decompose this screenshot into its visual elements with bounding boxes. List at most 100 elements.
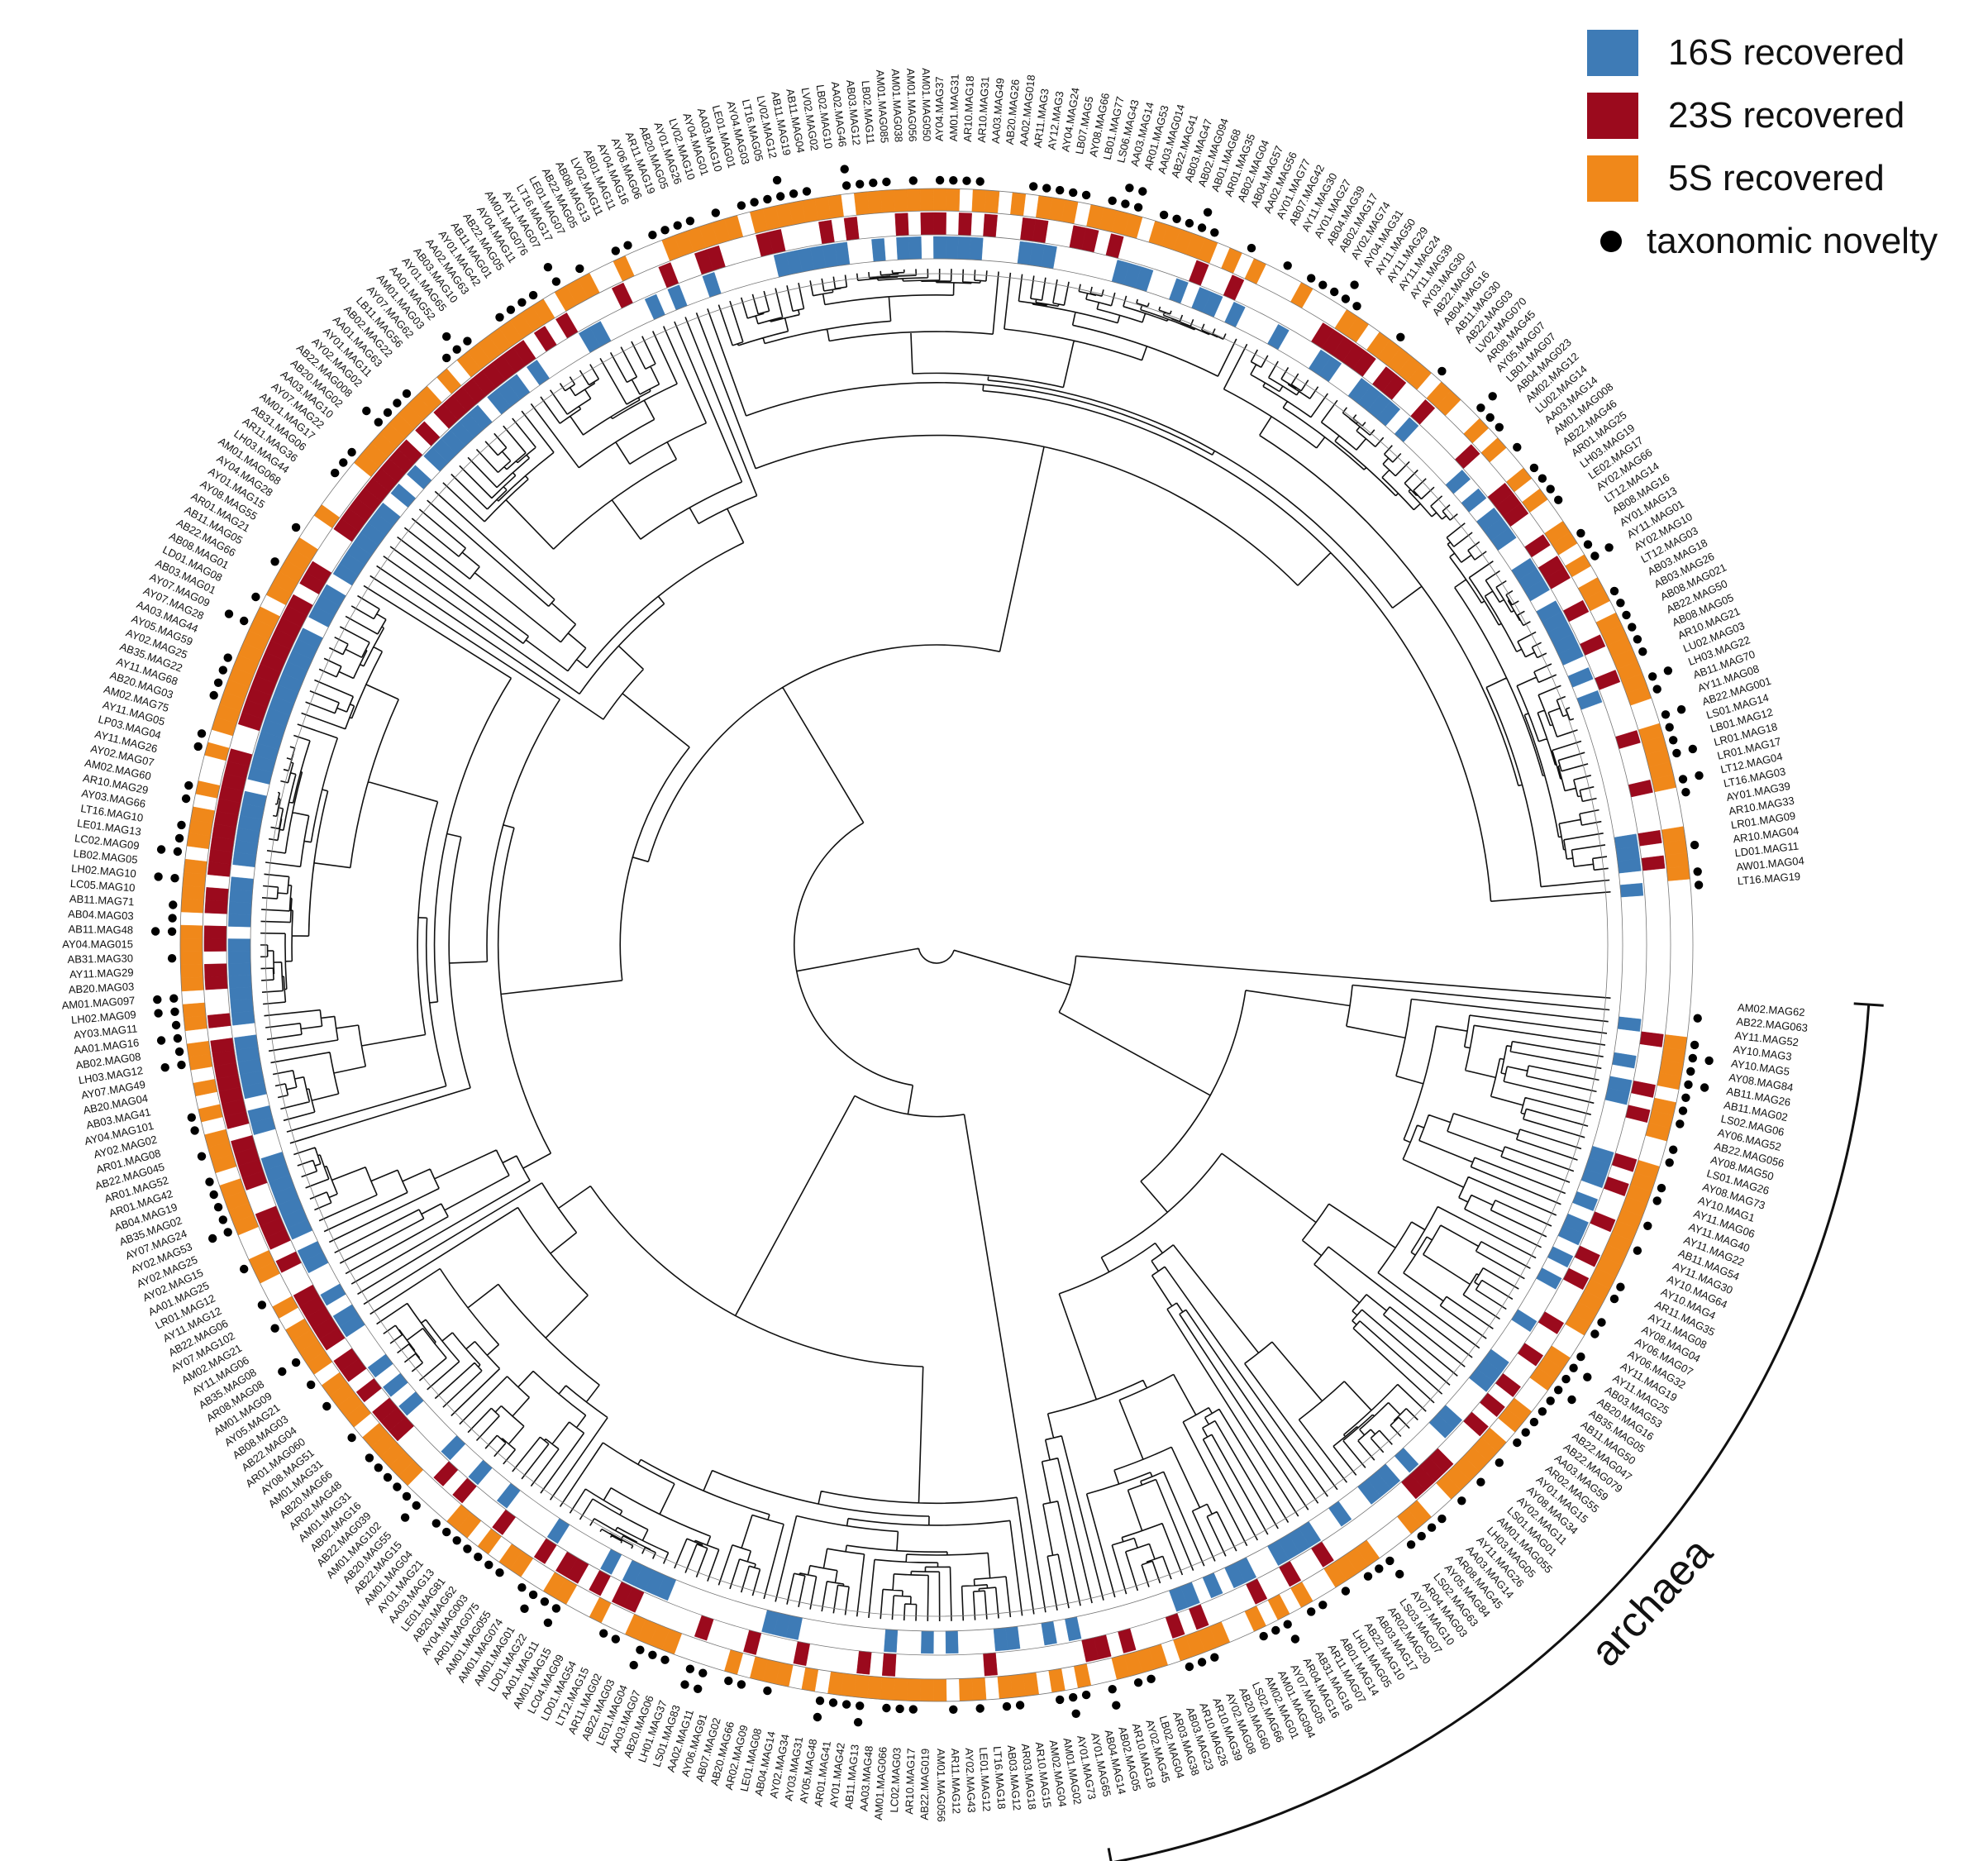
novelty-dot <box>685 1664 695 1673</box>
ring-cell-5s <box>193 1079 218 1097</box>
ring-cell-16s <box>228 914 252 928</box>
novelty-dot <box>1318 280 1328 289</box>
novelty-dot <box>278 1367 287 1377</box>
novelty-dot <box>412 1501 421 1510</box>
novelty-dot <box>648 1650 657 1660</box>
novelty-dot <box>949 1705 958 1714</box>
novelty-dot <box>1537 474 1547 483</box>
swatch-16s <box>1587 30 1638 76</box>
novelty-dot <box>1567 1395 1576 1405</box>
novelty-dot <box>1590 1329 1599 1338</box>
ring-cell-23s <box>203 925 227 939</box>
ring-cell-23s <box>205 887 229 902</box>
ring-cell-23s <box>1603 1176 1629 1196</box>
leaf-label: AY02.MAG43 <box>963 1748 978 1813</box>
novelty-dot <box>1056 1695 1065 1705</box>
ring-cell-5s <box>893 188 908 212</box>
ring-cell-16s <box>526 360 551 386</box>
ring-cell-23s <box>1625 1105 1651 1124</box>
novelty-dot <box>223 1228 232 1237</box>
novelty-dot <box>1247 243 1256 253</box>
novelty-dot <box>815 1696 825 1706</box>
novelty-dot <box>853 1718 863 1727</box>
novelty-dot <box>224 609 234 618</box>
novelty-dot <box>495 1568 504 1577</box>
leaf-label: LH02.MAG10 <box>71 862 137 880</box>
novelty-dot <box>154 872 163 881</box>
ring-cell-16s <box>1617 858 1642 874</box>
novelty-dot <box>291 523 301 532</box>
ring-cell-5s <box>204 742 230 761</box>
ring-cell-16s <box>884 1629 899 1653</box>
clade-bracket-tick <box>1107 1848 1113 1861</box>
novelty-dot <box>1690 1040 1700 1050</box>
ring-cell-16s <box>398 1391 424 1416</box>
leaf-label: AY11.MAG29 <box>69 966 134 981</box>
novelty-dot <box>1676 1119 1685 1129</box>
novelty-dot <box>869 179 878 188</box>
novelty-dot <box>737 1680 746 1689</box>
novelty-dot <box>209 690 218 700</box>
ring-cell-5s <box>919 1678 934 1702</box>
novelty-dot <box>383 1472 393 1482</box>
novelty-dot <box>975 1704 984 1713</box>
novelty-dot <box>1648 672 1657 681</box>
ring-cell-16s <box>227 951 251 964</box>
leaf-label: AB11.MAG71 <box>69 892 135 908</box>
novelty-dot <box>841 1700 851 1709</box>
novelty-dot <box>209 1190 218 1200</box>
novelty-dot <box>154 1009 163 1018</box>
ring-cell-23s <box>793 1641 811 1667</box>
novelty-dot <box>374 1463 383 1472</box>
novelty-dot <box>1690 840 1700 850</box>
novelty-dot <box>251 592 260 602</box>
novelty-dot <box>543 1618 553 1628</box>
ring-cell-16s <box>933 236 946 260</box>
leaf-label: AM01.MAG31 <box>947 74 961 141</box>
novelty-dot <box>174 833 184 843</box>
ring-cell-5s <box>971 188 987 213</box>
novelty-dot <box>528 1590 538 1600</box>
novelty-dot <box>1375 1564 1384 1573</box>
ring-cell-16s <box>228 975 252 989</box>
leaf-label: AM01.MAG056 <box>904 68 919 141</box>
ring-cell-5s <box>179 938 203 952</box>
leaf-label: AM01.MAG097 <box>61 994 136 1011</box>
ring-cell-16s <box>1394 417 1419 443</box>
novelty-dot <box>1665 723 1674 732</box>
novelty-dot <box>882 177 891 187</box>
novelty-dot <box>636 1645 645 1654</box>
novelty-dot <box>1352 302 1361 311</box>
leaf-label: AY04.MAG015 <box>62 938 133 950</box>
ring-cell-5s <box>1290 1582 1313 1608</box>
leaf-label: AM01.MAG085 <box>874 69 891 144</box>
novelty-dot <box>1554 495 1563 504</box>
novelty-dot <box>442 1527 451 1537</box>
novelty-dot <box>240 1264 249 1274</box>
ring-cell-16s <box>945 1630 959 1654</box>
novelty-dot <box>452 345 461 354</box>
novelty-dot <box>1681 788 1690 797</box>
ring-cell-5s <box>932 188 947 212</box>
ring-cell-5s <box>272 1296 299 1319</box>
ring-cell-16s <box>1394 1447 1419 1473</box>
novelty-dot <box>648 231 657 240</box>
ring-cell-5s <box>866 190 883 214</box>
novelty-dot <box>1616 1282 1625 1291</box>
leaf-label: AM01.MAG050 <box>920 68 933 141</box>
novelty-dot <box>442 353 451 363</box>
ring-cell-16s <box>1567 667 1594 688</box>
novelty-dot <box>1546 484 1555 494</box>
novelty-dot <box>1609 586 1619 596</box>
novelty-dot <box>322 1401 331 1411</box>
ring-cell-5s <box>997 1675 1013 1700</box>
ring-cell-23s <box>1611 1152 1638 1172</box>
ring-cell-5s <box>180 964 204 979</box>
novelty-dot <box>673 221 682 230</box>
novelty-dot <box>463 336 472 346</box>
novelty-dot <box>160 1063 169 1072</box>
ring-cell-23s <box>1165 1612 1185 1639</box>
novelty-dot <box>170 1007 179 1017</box>
novelty-dot <box>400 1513 410 1522</box>
ring-cell-23s <box>452 1477 477 1504</box>
